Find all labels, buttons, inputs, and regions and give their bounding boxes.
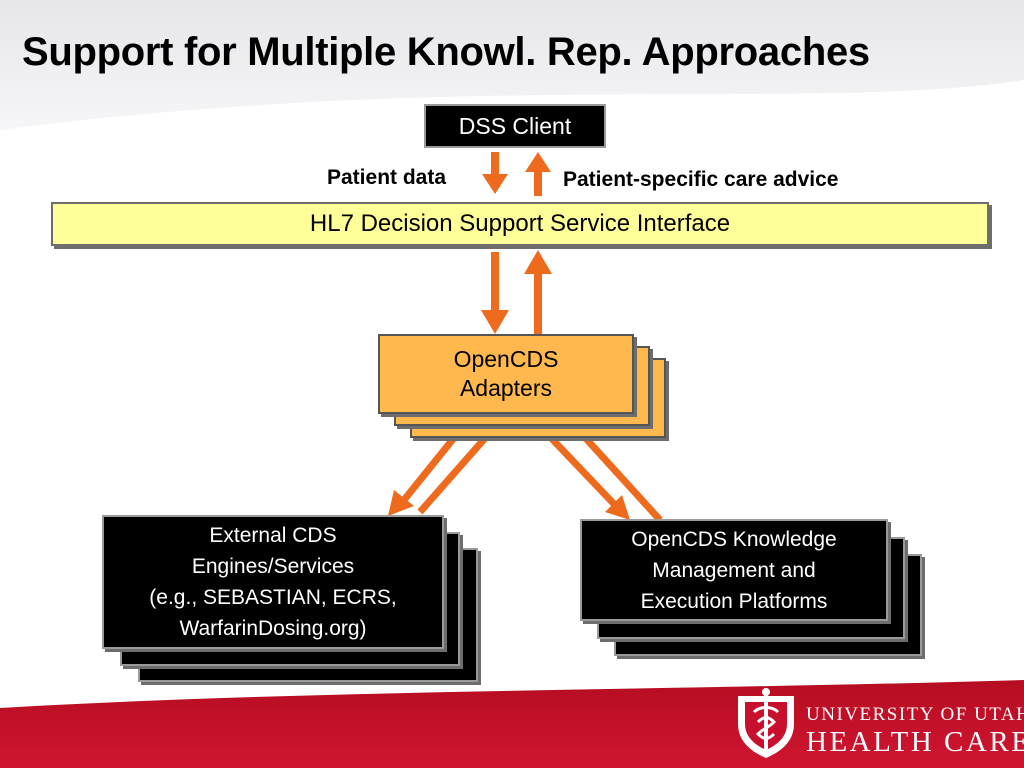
knowledge-platforms-box: OpenCDS Knowledge Management and Executi… (580, 519, 888, 621)
hl7-to-adapters-arrow (481, 252, 509, 334)
external-line2: Engines/Services (191, 555, 355, 578)
adapters-box: OpenCDS Adapters (378, 334, 634, 414)
adapters-line1: OpenCDS (453, 346, 559, 372)
hl7-interface-box: HL7 Decision Support Service Interface (51, 202, 989, 246)
external-line4: WarfarinDosing.org) (179, 617, 367, 640)
care-advice-arrow (525, 152, 551, 196)
dss-client-label: DSS Client (458, 112, 572, 139)
slide-title: Support for Multiple Knowl. Rep. Approac… (22, 30, 870, 74)
adapters-to-hl7-arrow (524, 250, 552, 334)
dss-client-box: DSS Client (424, 104, 606, 148)
patient-data-label: Patient data (327, 166, 447, 189)
adapters-line2: Adapters (459, 375, 553, 401)
patient-data-arrow (482, 152, 508, 194)
knowledge-line1: OpenCDS Knowledge (631, 527, 837, 551)
external-line3: (e.g., SEBASTIAN, ECRS, (149, 586, 397, 609)
care-advice-label: Patient-specific care advice (563, 168, 839, 191)
caduceus-shield-icon (738, 688, 794, 758)
logo-line1: UNIVERSITY OF UTAH (806, 704, 1024, 725)
external-engines-box: External CDS Engines/Services (e.g., SEB… (102, 515, 444, 649)
external-line1: External CDS (209, 524, 337, 547)
logo-line2: HEALTH CARE (806, 726, 1024, 758)
knowledge-line3: Execution Platforms (640, 589, 828, 613)
hl7-interface-label: HL7 Decision Support Service Interface (309, 210, 731, 237)
knowledge-line2: Management and (652, 558, 816, 582)
